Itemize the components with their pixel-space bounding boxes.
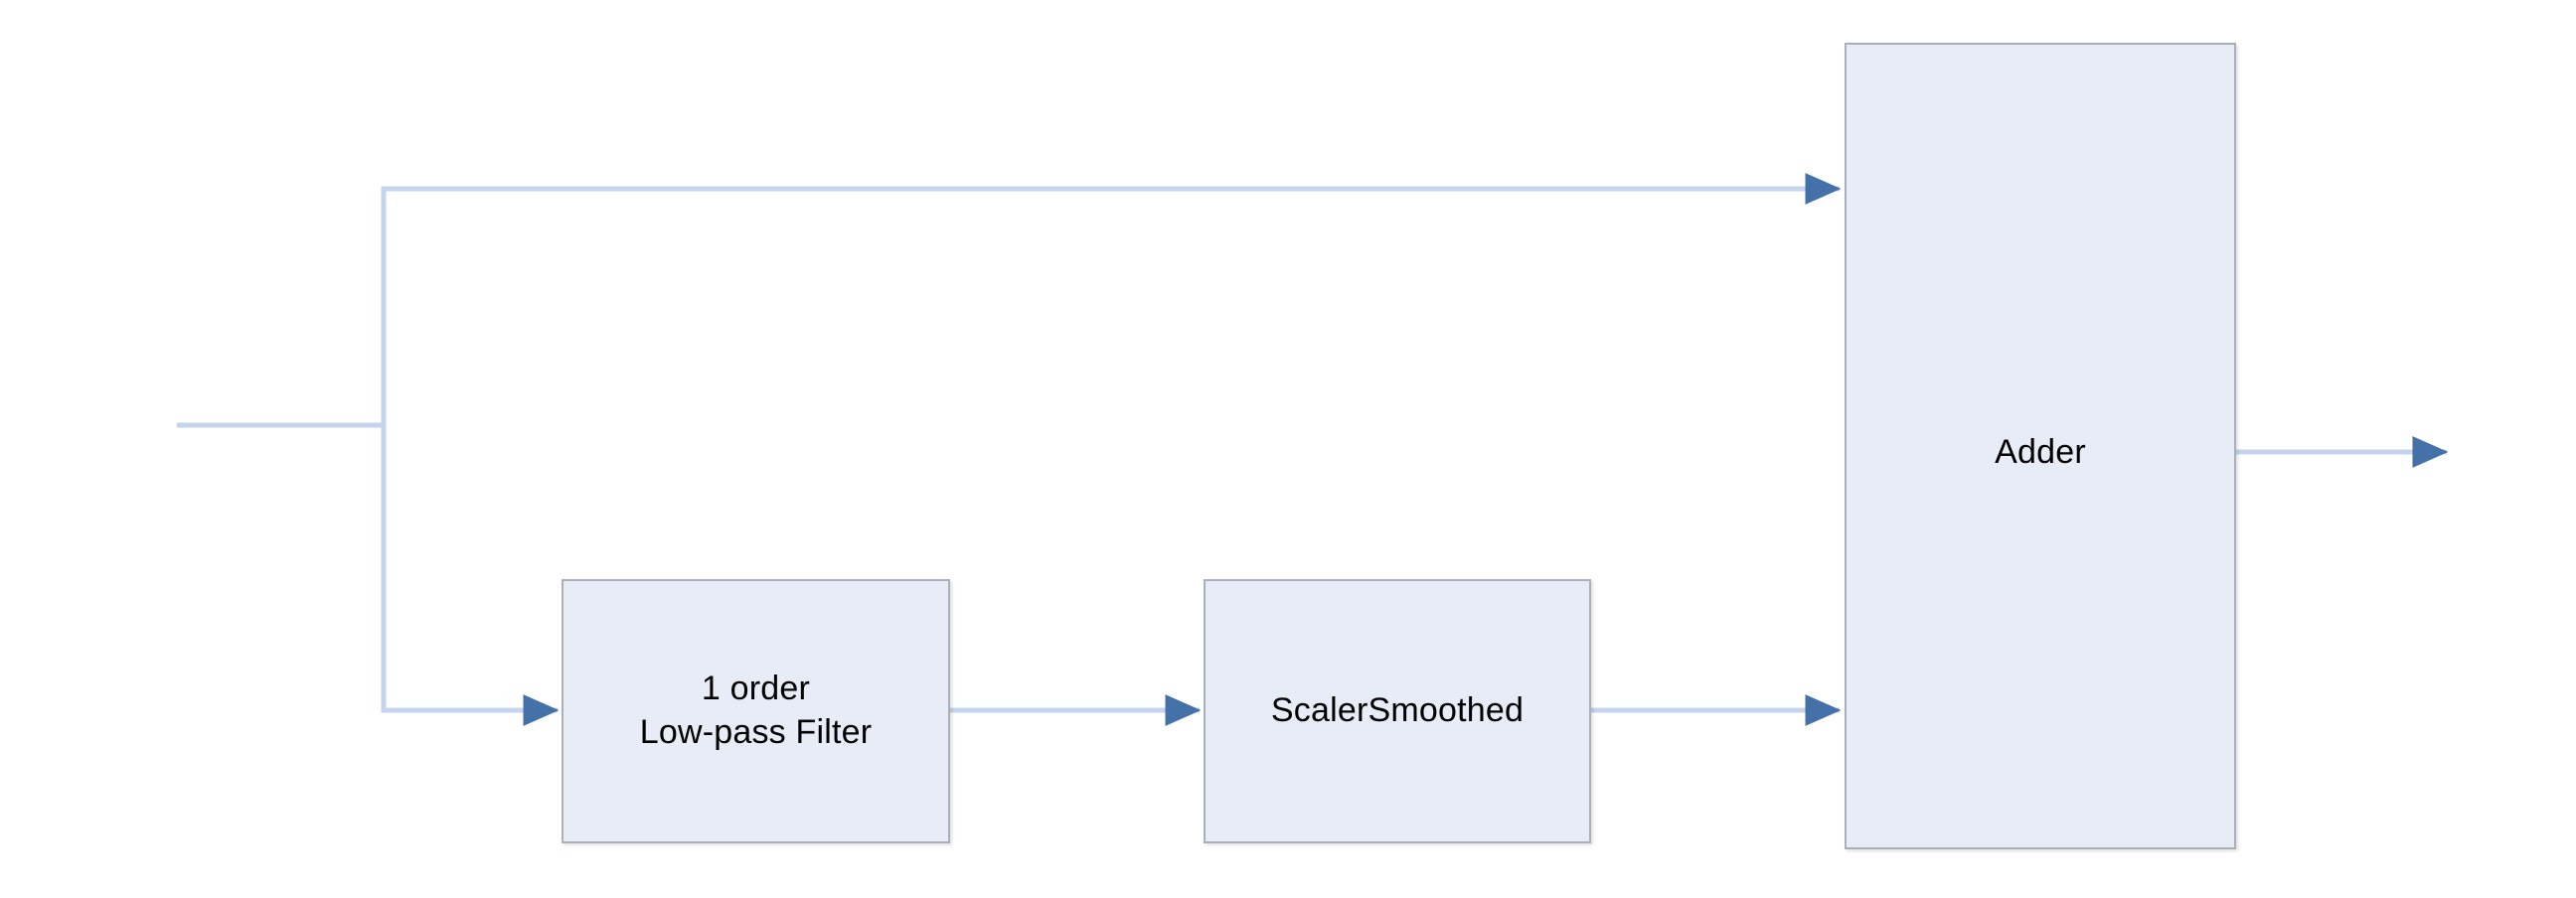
block-scaler-smoothed-label: ScalerSmoothed [1270, 691, 1525, 730]
block-low-pass-filter-label: 1 order Low-pass Filter [639, 670, 873, 751]
block-low-pass-filter[interactable]: 1 order Low-pass Filter [562, 579, 950, 843]
block-adder-label: Adder [1995, 433, 2086, 471]
block-scaler-smoothed[interactable]: ScalerSmoothed [1204, 579, 1591, 843]
block-adder[interactable]: Adder [1845, 43, 2236, 849]
